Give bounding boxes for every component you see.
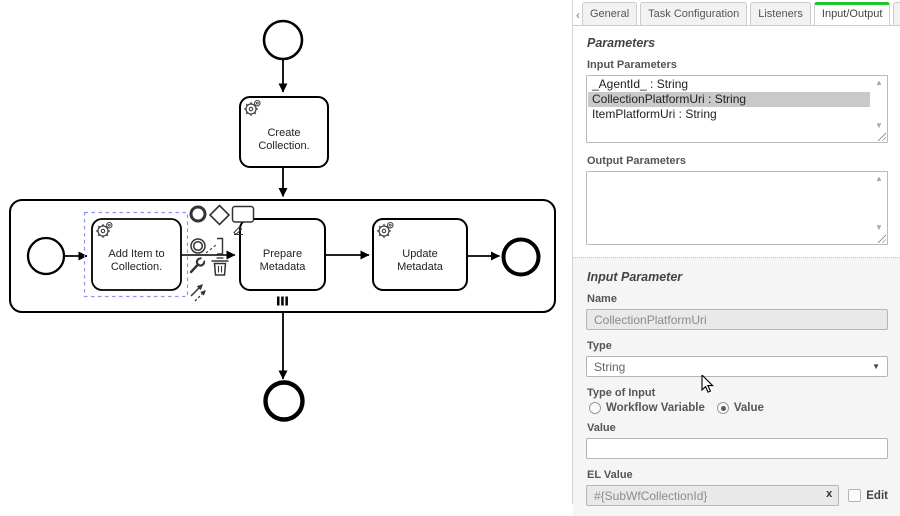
task-label: Prepare (263, 248, 302, 260)
resize-grip[interactable] (876, 131, 886, 141)
input-parameters-list[interactable]: _AgentId_ : String CollectionPlatformUri… (586, 75, 888, 143)
task-prepare-metadata[interactable]: Prepare Metadata (239, 218, 326, 291)
scroll-up-icon[interactable]: ▲ (875, 78, 883, 87)
tab-partial[interactable]: I (893, 2, 900, 25)
properties-tabbar: ‹ General Task Configuration Listeners I… (573, 0, 900, 26)
tab-scroll-left[interactable]: ‹ (576, 8, 580, 22)
start-event[interactable] (262, 19, 304, 61)
task-label: Metadata (260, 261, 307, 273)
output-parameters-label: Output Parameters (587, 155, 687, 167)
value-label: Value (587, 422, 616, 434)
value-radio[interactable] (716, 402, 729, 414)
scrollbar[interactable]: ▲ ▼ (871, 172, 887, 244)
task-label: Create (267, 127, 300, 139)
value-field[interactable] (586, 438, 888, 459)
type-select-value: String (594, 359, 626, 374)
change-type-wrench-icon[interactable] (189, 255, 207, 274)
el-value-label: EL Value (587, 469, 633, 481)
task-label: Collection. (111, 261, 162, 273)
delete-trash-icon[interactable] (211, 257, 229, 276)
resize-grip[interactable] (876, 233, 886, 243)
task-label: Metadata (397, 261, 444, 273)
parameters-heading: Parameters (587, 36, 656, 50)
scroll-down-icon[interactable]: ▼ (875, 223, 883, 232)
edit-checkbox[interactable] (848, 489, 862, 502)
append-intermediate-event-icon[interactable] (190, 238, 206, 254)
list-item[interactable]: ItemPlatformUri : String (592, 107, 717, 121)
subprocess-end-event[interactable] (501, 237, 541, 277)
task-add-item-to-collection[interactable]: Add Item to Collection. (91, 218, 182, 291)
name-label: Name (587, 293, 617, 305)
edit-checkbox-label: Edit (866, 489, 888, 502)
context-pad (189, 204, 255, 302)
scroll-down-icon[interactable]: ▼ (875, 121, 883, 130)
clear-icon[interactable]: x (826, 488, 833, 500)
selection-outline (83, 211, 189, 298)
input-parameters-label: Input Parameters (587, 59, 677, 71)
task-label: Collection. (258, 140, 309, 152)
dropdown-arrow-icon: ▼ (872, 362, 880, 371)
edit-label-pencil-icon[interactable] (233, 226, 243, 236)
list-item-selected[interactable]: CollectionPlatformUri : String (588, 92, 870, 107)
append-gateway-icon[interactable] (208, 204, 231, 226)
output-parameters-list[interactable]: ▲ ▼ (586, 171, 888, 245)
tab-general[interactable]: General (582, 2, 638, 25)
value-radio-label: Value (733, 402, 764, 414)
el-value-field[interactable] (586, 485, 840, 506)
bpmn-canvas[interactable]: Create Collection. Add Item to Collectio… (0, 0, 572, 504)
input-parameter-section: Input Parameter Name Type String ▼ Type … (573, 257, 900, 516)
append-end-event-icon[interactable] (189, 205, 207, 223)
workflow-variable-radio[interactable] (589, 402, 601, 414)
subprocess-start-event[interactable] (26, 236, 66, 276)
tab-task-configuration[interactable]: Task Configuration (640, 2, 748, 25)
task-label: Add Item to (108, 248, 164, 260)
scroll-up-icon[interactable]: ▲ (875, 174, 883, 183)
name-field[interactable] (586, 309, 888, 330)
connect-arrows-icon[interactable] (190, 284, 206, 302)
type-label: Type (587, 340, 612, 352)
append-text-annotation-icon[interactable] (205, 237, 224, 255)
workflow-variable-radio-label: Workflow Variable (606, 402, 705, 414)
task-label: Update (402, 248, 437, 260)
scrollbar[interactable]: ▲ ▼ (871, 76, 887, 142)
input-parameter-heading: Input Parameter (587, 270, 683, 284)
tab-listeners[interactable]: Listeners (750, 2, 811, 25)
end-event[interactable] (263, 380, 305, 422)
properties-panel: ‹ General Task Configuration Listeners I… (572, 0, 900, 516)
list-item[interactable]: _AgentId_ : String (592, 77, 689, 91)
type-select[interactable]: String ▼ (586, 356, 888, 377)
task-update-metadata[interactable]: Update Metadata (372, 218, 468, 291)
append-task-icon[interactable] (231, 205, 255, 223)
tab-input-output[interactable]: Input/Output (813, 2, 891, 25)
parameters-section: Parameters Input Parameters _AgentId_ : … (573, 26, 900, 257)
task-create-collection[interactable]: Create Collection. (239, 96, 329, 168)
type-of-input-label: Type of Input (587, 387, 656, 399)
multi-instance-parallel-marker (277, 296, 288, 306)
